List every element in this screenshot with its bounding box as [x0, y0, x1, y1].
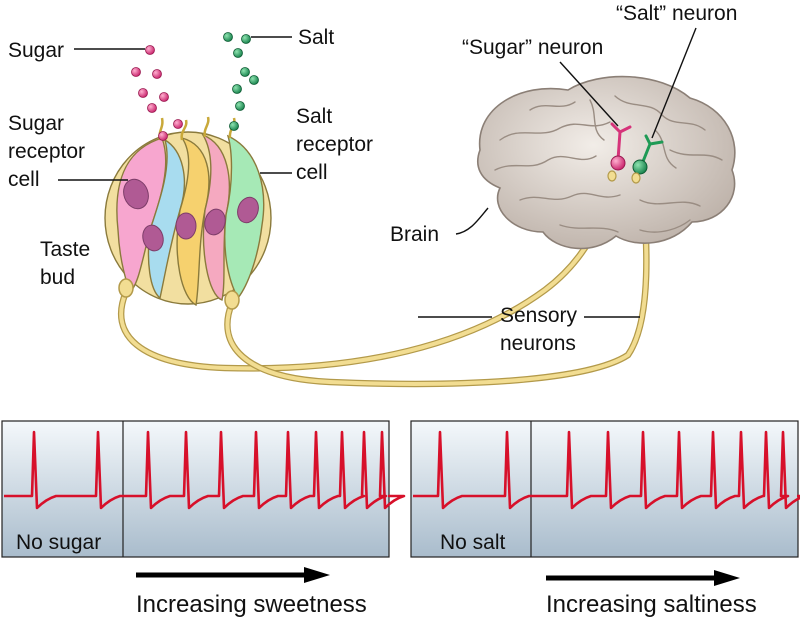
sugar-neuron-label: “Sugar” neuron: [462, 36, 603, 59]
salt-neuron-label: “Salt” neuron: [616, 2, 737, 25]
sugar-spike-trace: [4, 430, 406, 510]
sweetness-arrow: [136, 567, 330, 583]
brain-gyri: [494, 95, 723, 233]
taste-bud-label: Taste bud: [40, 238, 96, 289]
brain: [476, 75, 736, 250]
sugar-receptor-label: Sugar receptor cell: [8, 112, 91, 191]
salt-label: Salt: [298, 26, 334, 49]
neuron-synapses: [607, 170, 641, 184]
saltiness-arrow: [546, 570, 740, 586]
sensory-neurons-label: Sensory neurons: [500, 304, 583, 355]
salt-molecules: [223, 32, 259, 131]
labels: Sugar Salt Sugar receptor cell Salt rece…: [8, 2, 737, 355]
sugar-label: Sugar: [8, 39, 64, 62]
cell-nuclei: [123, 178, 259, 252]
sugar-molecules: [131, 45, 183, 141]
salt-recording-panel: No salt: [410, 420, 800, 558]
no-salt-label: No salt: [440, 531, 506, 554]
sensory-neuron-fibers: [118, 168, 650, 388]
synapse-terminals: [118, 278, 240, 310]
salt-receptor-label: Salt receptor cell: [296, 105, 379, 184]
increasing-sweetness-label: Increasing sweetness: [136, 591, 367, 618]
sugar-neuron: [610, 122, 632, 171]
taste-bud: [104, 116, 272, 310]
increasing-saltiness-label: Increasing saltiness: [546, 591, 757, 618]
sugar-recording-panel: No sugar: [1, 420, 406, 558]
no-sugar-label: No sugar: [16, 531, 101, 554]
brain-label: Brain: [390, 223, 439, 246]
salt-spike-trace: [413, 430, 800, 510]
salt-neuron: [632, 134, 664, 175]
